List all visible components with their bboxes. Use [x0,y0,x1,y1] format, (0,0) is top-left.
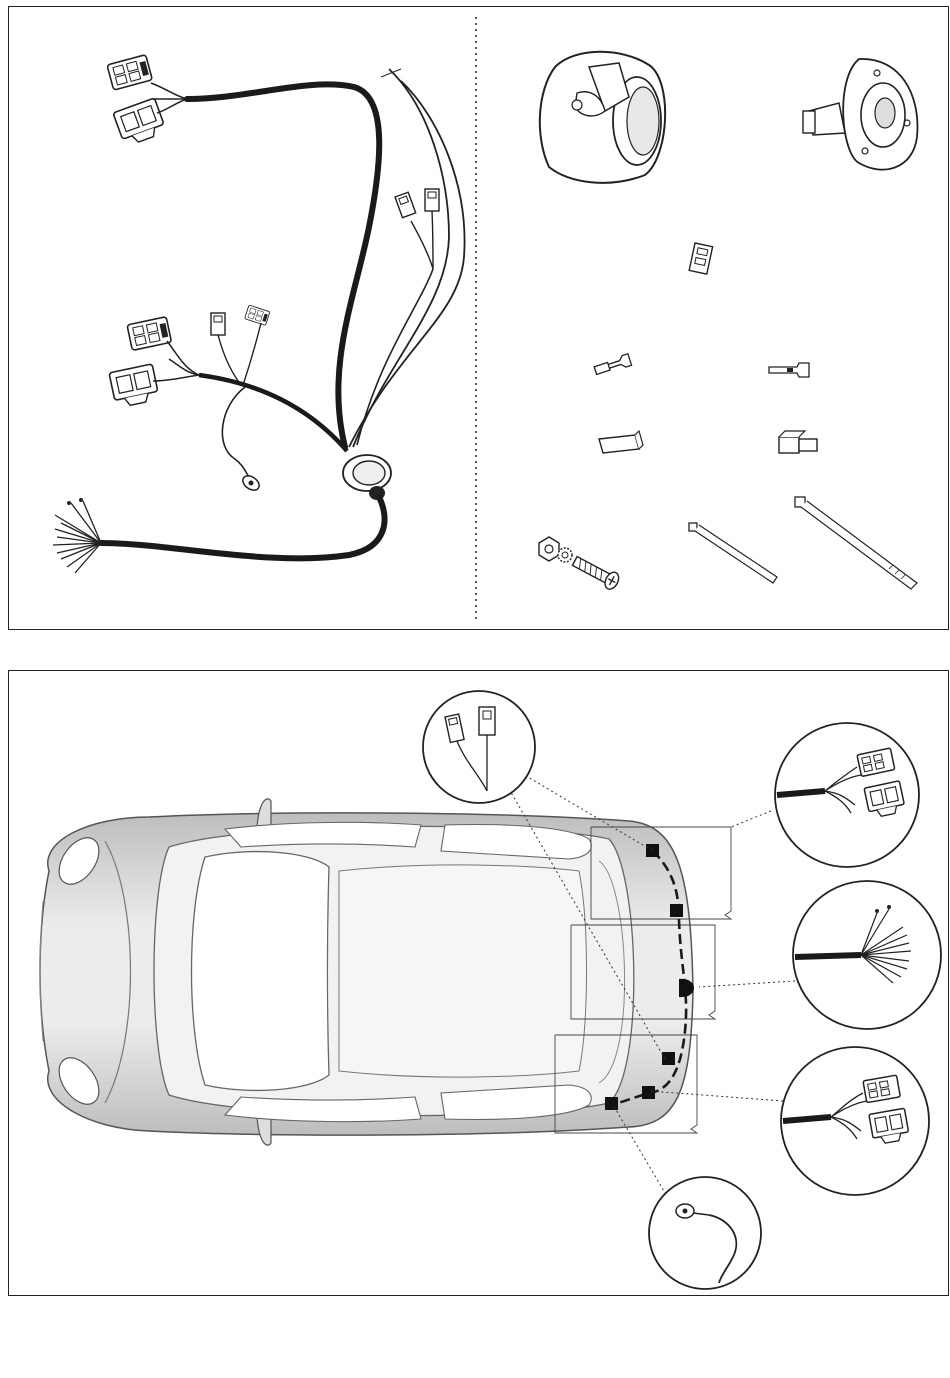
screw-icon [539,537,621,591]
terminal-icon [769,363,809,377]
installation-panel [8,670,949,1296]
mounting-plate-icon [803,59,917,170]
trailer-socket-icon [540,52,665,183]
cable-tie-icon [795,497,917,589]
detail-side-connectors [423,691,535,803]
detail-cable-ends [793,881,941,1029]
cable-tie-icon [689,523,777,583]
connection-point [670,904,683,917]
connector-icon [689,243,712,274]
installation-drawing [9,671,950,1297]
detail-left-light-plug [775,723,919,867]
detail-ground-ring [649,1177,761,1289]
housing-icon [779,431,817,453]
ground-point [605,1097,618,1110]
wiring-harness-icon [53,55,465,573]
connection-point [646,844,659,857]
detail-right-light-plug [781,1047,929,1195]
car-top-view-icon [40,799,693,1145]
connection-point [642,1086,655,1099]
kit-contents-panel [8,6,949,630]
kit-contents-drawing [9,7,950,631]
connection-point [662,1052,675,1065]
terminal-icon [594,354,632,377]
housing-icon [599,431,643,453]
